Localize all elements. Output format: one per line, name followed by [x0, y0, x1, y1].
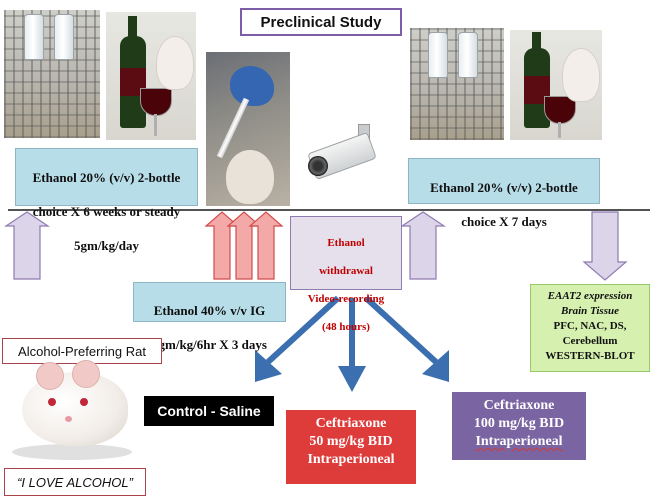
phase1-box: Ethanol 20% (v/v) 2-bottle choice X 6 we… [15, 148, 198, 253]
withdrawal-line3: Video-recording [307, 293, 385, 305]
high-dose-line2: 100 mg/kg BID [473, 416, 565, 431]
diagram-title: Preclinical Study [240, 8, 402, 36]
low-dose-group-box: Ceftriaxone 50 mg/kg BID Intraperioneal [286, 410, 416, 484]
withdrawal-line2: withdrawal [319, 265, 373, 277]
video-camera-icon [302, 120, 380, 190]
analysis-line2: Brain Tissue [561, 305, 619, 317]
wine-rat-photo-left [106, 12, 196, 140]
low-dose-line2: 50 mg/kg BID [309, 434, 393, 449]
control-group-box: Control - Saline [144, 396, 274, 426]
phase3-box: Ethanol 20% (v/v) 2-bottle choice X 7 da… [408, 158, 600, 229]
phase3-up-arrow [400, 211, 446, 280]
analysis-line5: WESTERN-BLOT [545, 350, 635, 362]
analysis-line1: EAAT2 expression [547, 290, 633, 302]
cage-photo-left [4, 10, 100, 138]
analysis-down-arrow [582, 211, 628, 281]
high-dose-line1: Ceftriaxone [483, 398, 555, 413]
withdrawal-line1: Ethanol [327, 237, 365, 249]
phase2-line2: 4gm/kg/6hr X 3 days [152, 337, 267, 352]
low-dose-line1: Ceftriaxone [315, 416, 387, 431]
gavage-photo [206, 52, 290, 206]
analysis-line3: PFC, NAC, DS, [553, 320, 627, 332]
phase1-line3: 5gm/kg/day [73, 238, 139, 253]
high-dose-group-box: Ceftriaxone 100 mg/kg BID Intraperioneal [452, 392, 586, 460]
withdrawal-line4: (48 hours) [322, 321, 370, 333]
phase3-line2: choice X 7 days [461, 214, 547, 229]
high-dose-line3: Intraperioneal [475, 434, 563, 449]
rat-image [8, 358, 134, 464]
wine-rat-photo-right [510, 30, 602, 140]
phase2-box: Ethanol 40% v/v IG 4gm/kg/6hr X 3 days [133, 282, 286, 352]
analysis-box: EAAT2 expression Brain Tissue PFC, NAC, … [530, 284, 650, 372]
phase1-line1: Ethanol 20% (v/v) 2-bottle [32, 170, 181, 185]
phase1-line2: choice X 6 weeks or steady [32, 204, 181, 219]
gavage-up-arrows [204, 211, 284, 280]
group-arrows [255, 295, 449, 392]
subject-quote: “I LOVE ALCOHOL” [4, 468, 146, 496]
low-dose-line3: Intraperioneal [307, 452, 395, 467]
phase3-line1: Ethanol 20% (v/v) 2-bottle [430, 180, 578, 195]
phase1-up-arrow [4, 211, 50, 280]
analysis-line4: Cerebellum [562, 335, 618, 347]
cage-photo-right [410, 28, 504, 140]
phase2-line1: Ethanol 40% v/v IG [153, 303, 266, 318]
withdrawal-box: Ethanol withdrawal Video-recording (48 h… [290, 216, 402, 333]
